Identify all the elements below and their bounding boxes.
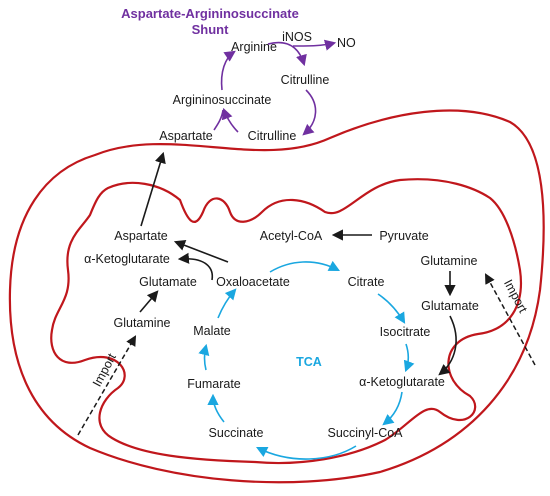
outer-membrane — [8, 109, 545, 484]
label-citrate: Citrate — [348, 275, 385, 289]
label-glutamate-left: Glutamate — [139, 275, 197, 289]
arrow-isocitrate-to-akg — [403, 343, 415, 373]
arrow-import-right — [484, 273, 536, 366]
label-fumarate: Fumarate — [187, 377, 241, 391]
arrow-citrulline-merge — [221, 107, 239, 133]
arrow-oaa-to-citrate — [269, 260, 340, 273]
label-citrulline-top: Citrulline — [281, 73, 330, 87]
label-argininosuccinate: Argininosuccinate — [173, 93, 272, 107]
label-arginine: Arginine — [231, 40, 277, 54]
label-malate: Malate — [193, 324, 231, 338]
label-tca: TCA — [296, 355, 322, 369]
arrow-oaa-to-aspartate — [173, 239, 229, 263]
shunt-title-line2: Shunt — [192, 22, 229, 37]
arrow-glutamine-to-glutamate-left — [139, 290, 159, 313]
label-no: NO — [337, 36, 356, 50]
label-succinyl-coa: Succinyl-CoA — [327, 426, 403, 440]
arrow-succinate-to-fumarate — [207, 393, 225, 423]
label-citrulline-bottom: Citrulline — [248, 129, 297, 143]
arrow-succinylcoa-to-succinate — [255, 445, 357, 460]
arrow-citrulline-to-citrulline — [302, 89, 317, 136]
label-aspartate-shunt: Aspartate — [159, 129, 213, 143]
label-akg-left: α-Ketoglutarate — [84, 252, 170, 266]
label-succinate: Succinate — [209, 426, 264, 440]
arrow-malate-to-oaa — [217, 288, 237, 319]
label-glutamine-right: Glutamine — [421, 254, 478, 268]
arrow-citrate-to-isocitrate — [377, 293, 406, 324]
label-pyruvate: Pyruvate — [379, 229, 428, 243]
label-glutamine-left: Glutamine — [114, 316, 171, 330]
arrow-asp-cit-to-argsuc — [213, 109, 224, 131]
label-glutamate-right: Glutamate — [421, 299, 479, 313]
label-aspartate-matrix: Aspartate — [114, 229, 168, 243]
label-oxaloacetate: Oxaloacetate — [216, 275, 290, 289]
label-inos: iNOS — [282, 30, 312, 44]
shunt-title: Aspartate-Argininosuccinate — [121, 6, 299, 21]
label-import-right: Import — [501, 277, 530, 315]
inner-membrane — [50, 178, 523, 465]
label-akg-right: α-Ketoglutarate — [359, 375, 445, 389]
arrow-glutamate-to-akg — [177, 252, 214, 281]
arrow-arginine-to-citrulline — [267, 41, 307, 67]
arrow-aspartate-export — [140, 151, 166, 227]
label-acetyl-coa: Acetyl-CoA — [260, 229, 323, 243]
arrow-akg-to-succinylcoa — [382, 391, 403, 426]
arrow-inos-to-no — [292, 39, 337, 51]
label-isocitrate: Isocitrate — [380, 325, 431, 339]
arrow-fumarate-to-malate — [198, 343, 210, 371]
arrow-argsuc-to-arginine — [220, 50, 236, 91]
arrow-import-left — [77, 335, 137, 436]
arrow-glutamate-to-akg-right — [438, 315, 457, 376]
